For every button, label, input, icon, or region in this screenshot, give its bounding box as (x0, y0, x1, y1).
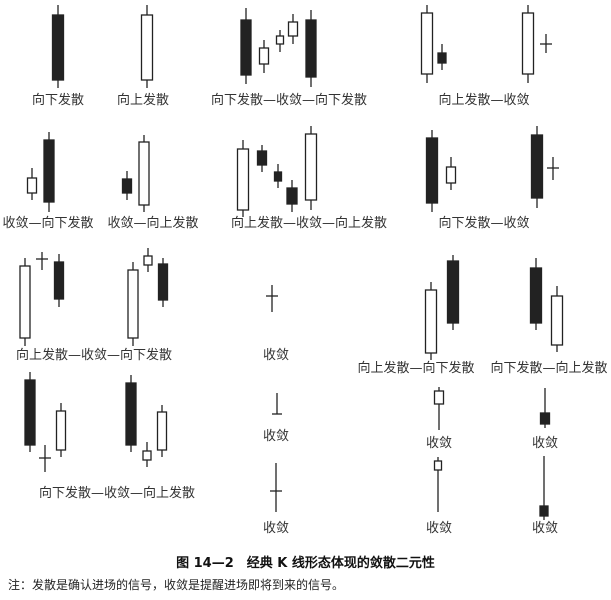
white-candle-35 (550, 286, 564, 352)
black-candle-3 (240, 8, 252, 84)
white-candle-8 (420, 5, 434, 83)
black-candle-23 (530, 126, 544, 208)
white-candle-20 (304, 126, 318, 210)
white-candle-28 (127, 262, 139, 346)
white-candle-43 (433, 387, 445, 430)
white-candle-10 (521, 5, 535, 83)
doji-cross-45 (270, 463, 282, 512)
black-candle-1 (51, 5, 65, 88)
black-candle-36 (24, 372, 36, 452)
doji-cross-31 (266, 285, 278, 312)
doji-cross-26 (36, 252, 48, 270)
white-candle-29 (143, 248, 153, 272)
black-candle-18 (273, 164, 283, 188)
white-candle-46 (433, 457, 443, 512)
doji-cross-11 (540, 34, 552, 53)
white-candle-25 (19, 258, 31, 346)
doji-cross-37 (39, 445, 51, 472)
black-candle-14 (121, 171, 133, 200)
black-candle-7 (305, 10, 317, 87)
white-candle-40 (142, 442, 152, 467)
black-candle-13 (43, 132, 55, 212)
white-candle-6 (287, 14, 299, 44)
black-candle-27 (53, 254, 65, 307)
black-candle-30 (157, 258, 169, 307)
white-candle-38 (55, 403, 67, 457)
white-candle-32 (424, 282, 438, 360)
white-candle-2 (140, 5, 154, 88)
doji-cross-24 (547, 157, 559, 180)
white-candle-41 (156, 405, 168, 457)
black-candle-17 (256, 145, 268, 172)
kline-figure (19, 5, 564, 520)
black-candle-33 (446, 255, 460, 330)
doji-cross-42 (272, 393, 282, 415)
white-candle-4 (258, 40, 270, 73)
white-candle-22 (445, 157, 457, 190)
black-candle-47 (539, 456, 549, 520)
figure-note: 注：发散是确认进场的信号，收敛是提醒进场即将到来的信号。 (8, 578, 345, 592)
black-candle-44 (539, 388, 551, 428)
white-candle-16 (236, 140, 250, 217)
black-candle-34 (529, 258, 543, 330)
white-candle-5 (275, 30, 285, 52)
figure-caption: 图 14—2 经典 K 线形态体现的敛散二元性 (176, 556, 435, 571)
black-candle-19 (286, 180, 298, 212)
black-candle-9 (437, 44, 447, 70)
white-candle-15 (138, 135, 150, 212)
white-candle-12 (26, 168, 38, 200)
black-candle-39 (125, 375, 137, 452)
black-candle-21 (425, 130, 439, 212)
